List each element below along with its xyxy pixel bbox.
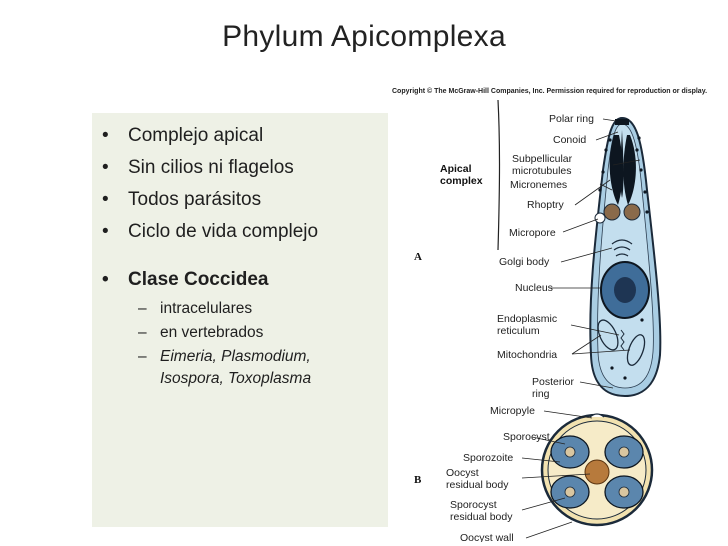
label-oocyst-residual-2: residual body <box>446 479 509 491</box>
apical-label-2: complex <box>440 175 483 187</box>
genera-line-2: Isospora, Toxoplasma <box>160 370 312 387</box>
sub-bullet-genera: Eimeria, Plasmodium, Isospora, Toxoplasm… <box>100 346 390 390</box>
label-conoid: Conoid <box>553 134 586 146</box>
micronemes-dots <box>598 136 649 214</box>
apical-label-1: Apical <box>440 163 472 175</box>
label-oocyst-wall: Oocyst wall <box>460 532 514 542</box>
bullet-list: Complejo apical Sin cilios ni flagelos T… <box>100 120 390 390</box>
label-subpellicular-2: microtubules <box>512 165 572 177</box>
label-posterior-2: ring <box>532 388 550 400</box>
bullet-item: Sin cilios ni flagelos <box>100 152 390 184</box>
label-oocyst-residual-1: Oocyst <box>446 467 479 479</box>
label-sporozoite: Sporozoite <box>463 452 513 464</box>
class-bullet: Clase Coccidea <box>100 264 390 296</box>
label-micronemes: Micronemes <box>510 179 567 191</box>
label-rhoptry: Rhoptry <box>527 199 565 211</box>
genera-line-1: Eimeria, Plasmodium, <box>160 348 311 365</box>
label-micropore: Micropore <box>509 227 556 239</box>
label-nucleus: Nucleus <box>515 282 553 294</box>
label-subpellicular-1: Subpellicular <box>512 153 573 165</box>
sub-bullet-item: en vertebrados <box>100 322 390 344</box>
sub-bullet-item: intracelulares <box>100 298 390 320</box>
label-sporocyst-residual-1: Sporocyst <box>450 499 497 511</box>
panel-a-letter: A <box>414 251 422 263</box>
label-er-1: Endoplasmic <box>497 313 557 325</box>
bullet-item: Ciclo de vida complejo <box>100 216 390 248</box>
cell-illustration <box>589 116 662 398</box>
label-sporocyst: Sporocyst <box>503 431 550 443</box>
label-er-2: reticulum <box>497 325 540 337</box>
label-micropyle: Micropyle <box>490 405 535 417</box>
slide-title: Phylum Apicomplexa <box>222 20 506 53</box>
copyright-notice: Copyright © The McGraw-Hill Companies, I… <box>392 88 708 95</box>
leader-lines-b <box>521 410 593 539</box>
label-mitochondria: Mitochondria <box>497 349 557 361</box>
panel-b-letter: B <box>414 474 422 486</box>
apical-bracket <box>497 99 501 251</box>
leader-lines-a <box>550 118 641 389</box>
label-golgi: Golgi body <box>499 256 550 268</box>
oocyst-illustration <box>540 413 654 527</box>
label-sporocyst-residual-2: residual body <box>450 511 513 523</box>
bullet-item: Todos parásitos <box>100 184 390 216</box>
apicomplexa-figure: Apical complex A B Polar ring Conoid Sub… <box>414 99 662 542</box>
bullet-item: Complejo apical <box>100 120 390 152</box>
label-posterior-1: Posterior <box>532 376 575 388</box>
label-polar-ring: Polar ring <box>549 113 594 125</box>
